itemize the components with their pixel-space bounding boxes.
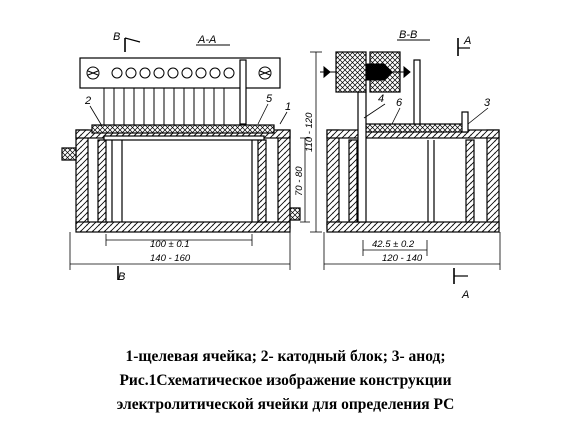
connector-bolt — [320, 63, 411, 81]
right-support-post — [357, 91, 367, 223]
left-cut-mark-top: В — [113, 31, 120, 43]
right-tank-wall-right — [486, 129, 500, 229]
left-outer-width-label: 140 - 160 — [150, 253, 191, 264]
cathode-rods — [103, 88, 225, 125]
caption-line-1: 1-щелевая ячейка; 2- катодный блок; 3- а… — [125, 348, 446, 365]
anode-strip — [461, 111, 469, 133]
right-inner-wall-right — [465, 139, 475, 223]
cathode-block — [79, 57, 281, 89]
right-cut-mark-bottom: А — [461, 289, 469, 300]
cathode-screws — [86, 66, 272, 80]
section-b-b-view — [326, 51, 500, 233]
left-tank-wall-left — [75, 129, 89, 229]
anode-tube — [413, 59, 421, 125]
callout-6: 6 — [396, 97, 403, 109]
right-dimensions — [310, 38, 501, 284]
right-tank-wall-left — [326, 129, 340, 229]
left-side-fitting — [61, 147, 77, 161]
callout-5: 5 — [266, 93, 273, 105]
left-cut-mark-bottom: В — [118, 271, 125, 283]
left-thermometer-tube — [239, 59, 247, 125]
callout-2: 2 — [84, 95, 91, 107]
figure-caption: 1-щелевая ячейка; 2- катодный блок; 3- а… — [40, 345, 531, 417]
left-inner-cell-wall-left — [97, 139, 107, 223]
callout-4: 4 — [378, 93, 384, 105]
left-bottom-fitting — [289, 207, 301, 221]
right-tank-bottom — [326, 221, 500, 233]
left-dimensions — [69, 37, 310, 280]
callout-1: 1 — [285, 101, 291, 113]
cell-construction-drawing: А-А В В 2 5 1 100 ± 0.1 140 - 160 70 - 8… — [61, 29, 501, 300]
left-inner-cell-wall-right — [257, 139, 267, 223]
left-section-title: А-А — [197, 34, 216, 46]
right-cut-mark-top: А — [463, 35, 471, 47]
callout-3: 3 — [484, 97, 491, 109]
left-tank-wall-right — [277, 129, 291, 229]
caption-line-3: электролитической ячейки для определения… — [116, 396, 455, 413]
section-a-a-view — [61, 57, 301, 233]
caption-line-2: Рис.1Схематическое изображение конструкц… — [119, 372, 452, 389]
right-inner-wall-left — [348, 139, 358, 223]
right-outer-width-label: 120 - 140 — [382, 253, 423, 264]
left-tank-bottom — [75, 221, 291, 233]
cathode-plate — [91, 124, 275, 134]
right-section-title: В-В — [399, 29, 417, 41]
left-height-label: 70 - 80 — [294, 166, 305, 196]
right-clamp-block — [335, 51, 367, 93]
left-inner-width-label: 100 ± 0.1 — [150, 239, 190, 250]
right-anode-gap-label: 42.5 ± 0.2 — [372, 239, 415, 250]
right-height-label: 110 - 120 — [304, 112, 315, 152]
right-cathode-plate — [361, 123, 467, 133]
